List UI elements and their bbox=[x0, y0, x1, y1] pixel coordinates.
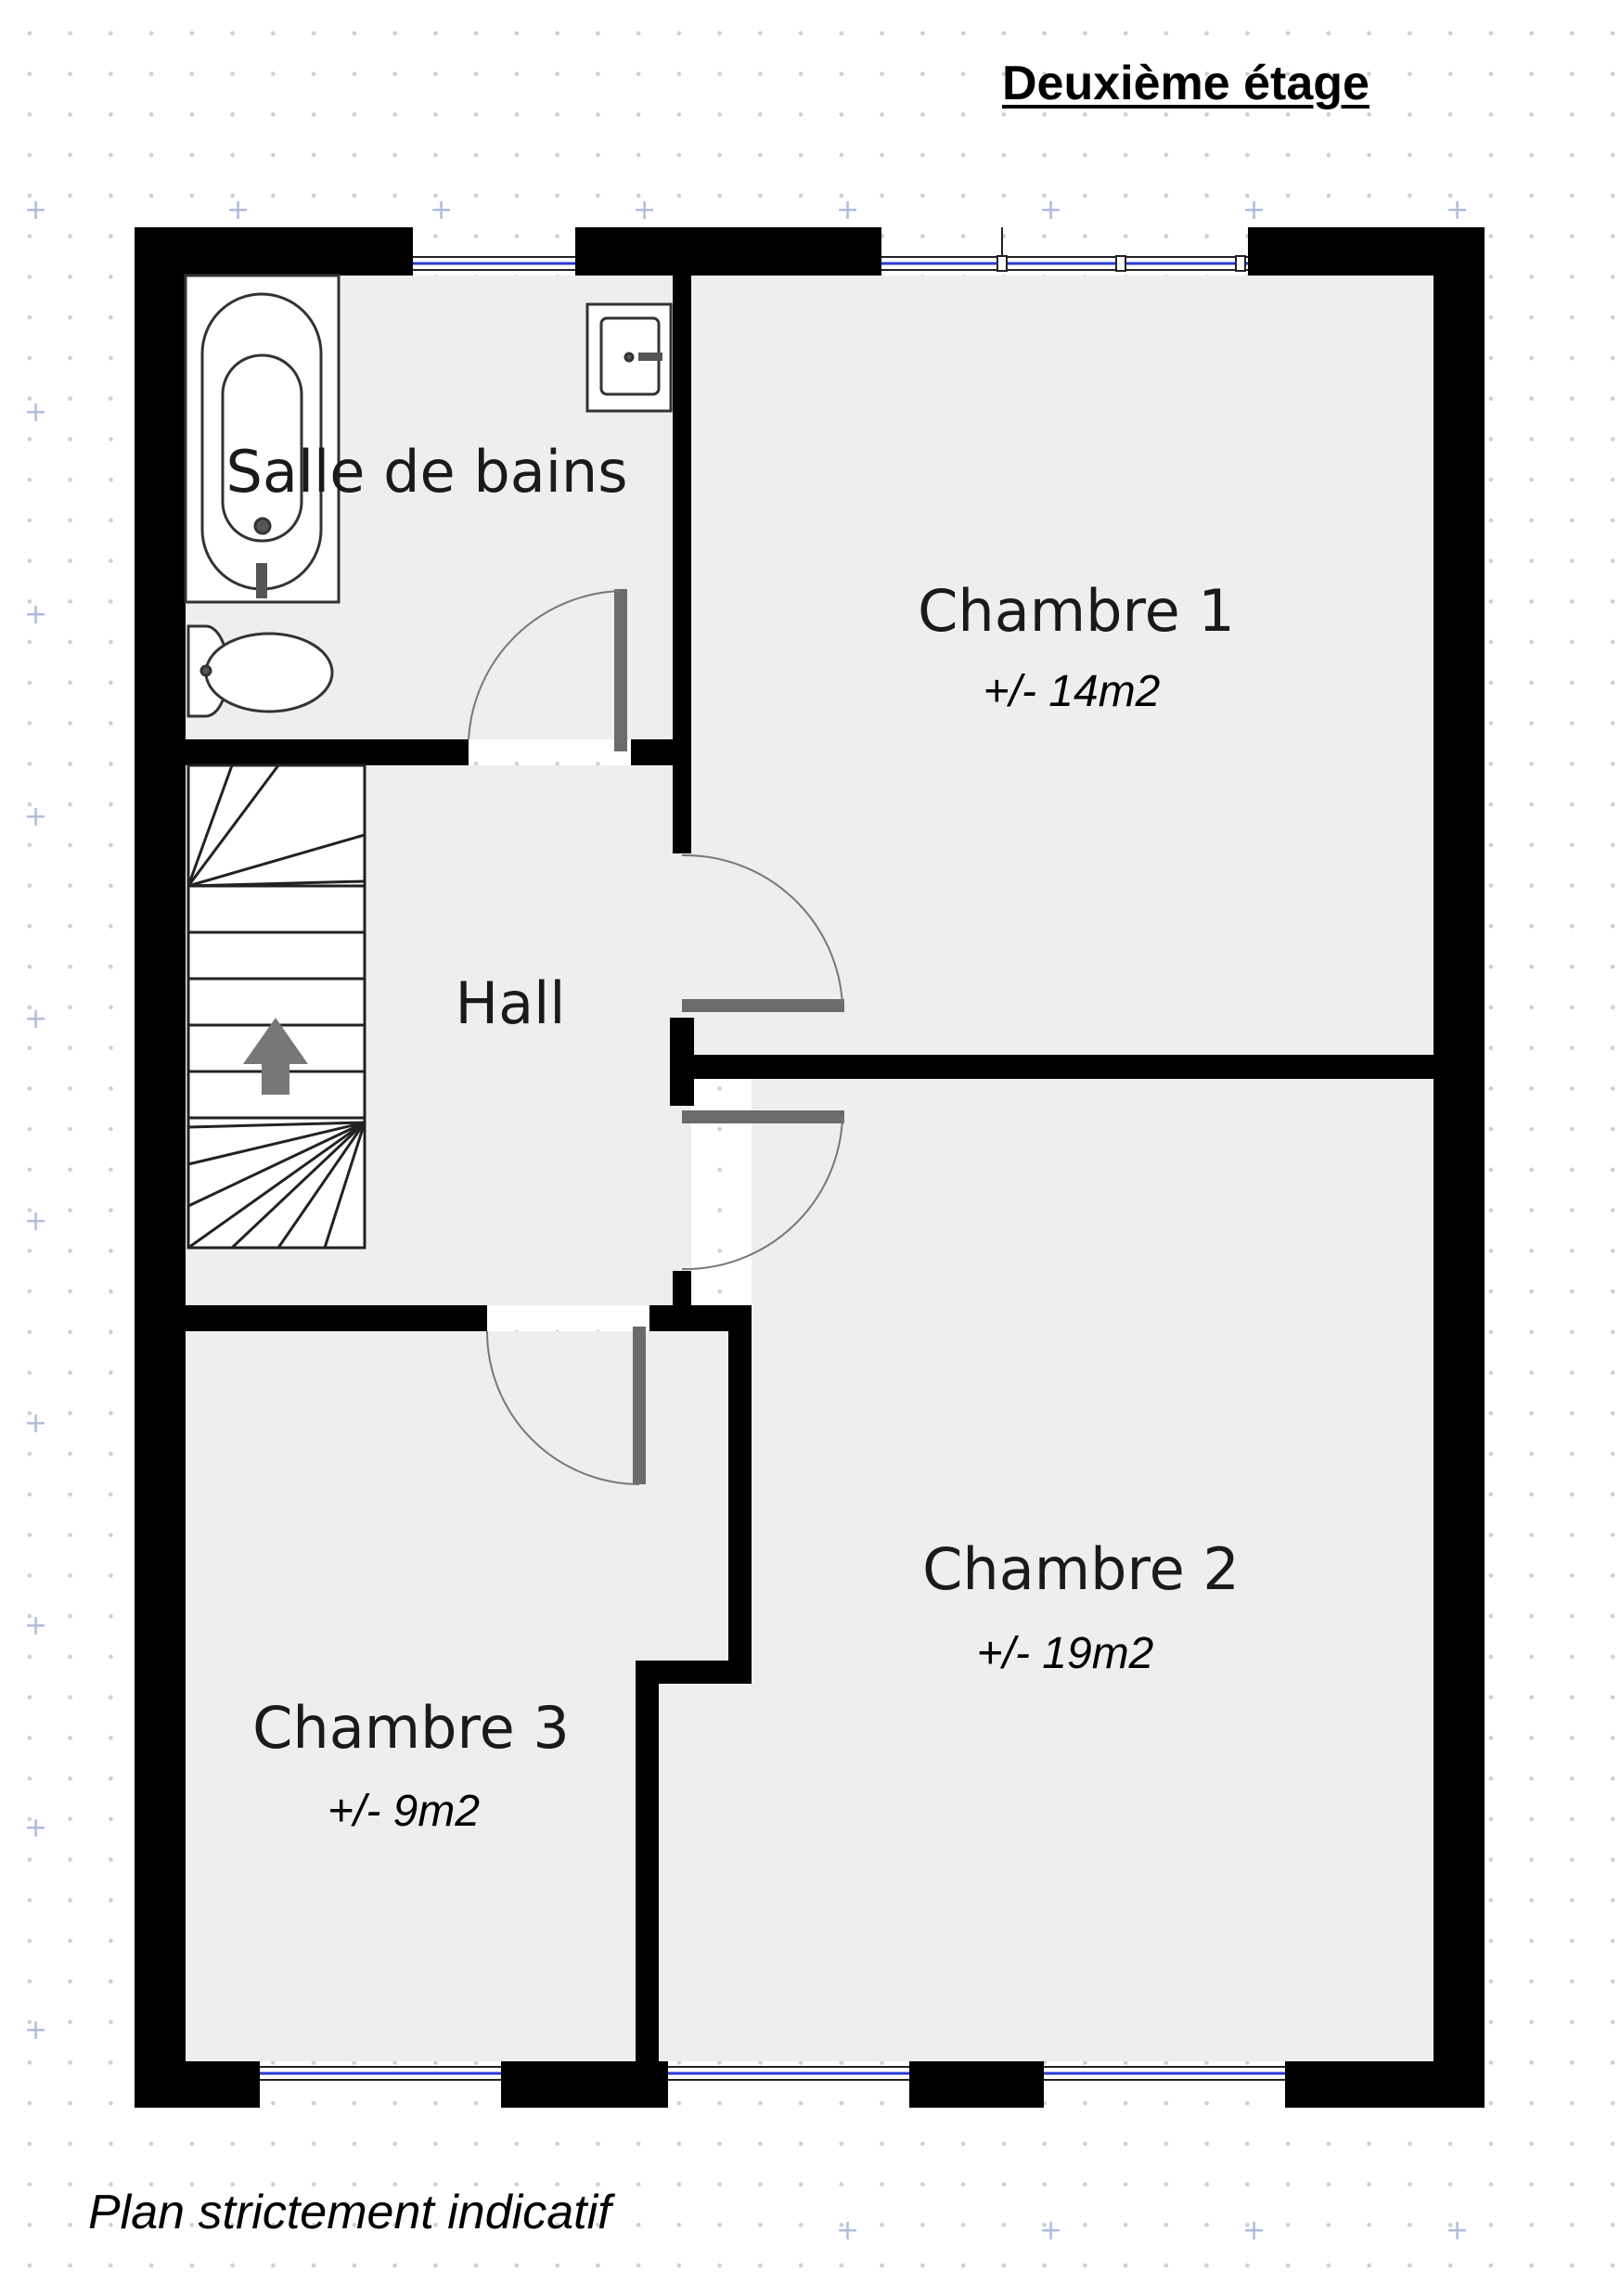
door-bathroom bbox=[468, 589, 627, 751]
exterior-wall-bottom bbox=[135, 2061, 260, 2108]
window bbox=[413, 256, 575, 271]
grid-cross: + bbox=[430, 194, 454, 226]
grid-cross: + bbox=[24, 598, 48, 631]
wall-bedrooms-divider bbox=[691, 1055, 1434, 1079]
exterior-wall-right bbox=[1434, 227, 1485, 2108]
grid-cross: + bbox=[1242, 2214, 1266, 2247]
grid-cross: + bbox=[24, 2014, 48, 2046]
grid-cross: + bbox=[24, 1610, 48, 1642]
window bbox=[260, 2066, 501, 2081]
grid-cross: + bbox=[24, 1407, 48, 1440]
grid-cross: + bbox=[1446, 194, 1470, 226]
grid-cross: + bbox=[24, 1003, 48, 1035]
grid-cross: + bbox=[836, 194, 860, 226]
wall-hall-right bbox=[673, 765, 691, 853]
room-name-bedroom1: Chambre 1 bbox=[918, 577, 1235, 645]
window bbox=[668, 2066, 909, 2081]
grid-cross: + bbox=[24, 801, 48, 833]
room-area-bedroom2: +/- 19m2 bbox=[976, 1629, 1154, 1678]
door-bedroom1 bbox=[681, 853, 844, 1012]
exterior-wall-top bbox=[135, 227, 413, 276]
grid-cross: + bbox=[1039, 2214, 1063, 2247]
room-area-bedroom1: +/- 14m2 bbox=[983, 667, 1161, 716]
doors bbox=[468, 589, 844, 1485]
grid-cross: + bbox=[24, 396, 48, 429]
room-name-bathroom: Salle de bains bbox=[225, 438, 628, 506]
floor-fill bbox=[186, 276, 1434, 2061]
floor-bedroom1 bbox=[691, 276, 1434, 1055]
exterior-wall-bottom bbox=[501, 2061, 668, 2108]
stairs-up-arrow-icon bbox=[243, 1018, 308, 1095]
exterior-wall-left bbox=[135, 227, 186, 2108]
walls bbox=[135, 227, 1485, 2108]
door-bedroom3 bbox=[486, 1327, 646, 1485]
grid-cross: + bbox=[226, 194, 251, 226]
toilet-icon bbox=[186, 624, 334, 718]
wall-bathroom-right bbox=[673, 276, 691, 765]
bathtub-icon bbox=[184, 274, 341, 604]
floor-bedroom2 bbox=[659, 1079, 1434, 2061]
grid-cross: + bbox=[633, 194, 657, 226]
grid-cross: + bbox=[1242, 194, 1266, 226]
window bbox=[881, 227, 1248, 272]
windows bbox=[260, 227, 1285, 2081]
grid-cross: + bbox=[24, 1205, 48, 1238]
floor-title: Deuxième étage bbox=[1002, 57, 1369, 110]
grid-cross: + bbox=[24, 1812, 48, 1844]
room-name-bedroom2: Chambre 2 bbox=[922, 1535, 1240, 1603]
wall-bathroom-bottom bbox=[186, 739, 469, 765]
room-area-bedroom3: +/- 9m2 bbox=[327, 1787, 481, 1836]
exterior-wall-top bbox=[575, 227, 881, 276]
grid-cross: + bbox=[836, 2214, 860, 2247]
grid-cross: + bbox=[1446, 2214, 1470, 2247]
staircase bbox=[186, 763, 366, 1250]
window bbox=[1044, 2066, 1285, 2081]
footer-note: Plan strictement indicatif bbox=[88, 2186, 611, 2239]
room-name-bedroom3: Chambre 3 bbox=[252, 1694, 570, 1762]
wall-bedroom3-right bbox=[728, 1305, 752, 1684]
wall-hall-right bbox=[670, 1018, 694, 1106]
grid-cross: + bbox=[24, 194, 48, 226]
room-name-hall: Hall bbox=[455, 969, 566, 1037]
floor-bedroom3 bbox=[186, 1331, 728, 2061]
grid-cross: + bbox=[1039, 194, 1063, 226]
exterior-wall-bottom bbox=[1285, 2061, 1485, 2108]
sink-icon bbox=[585, 302, 673, 413]
wall-bedroom3-top bbox=[186, 1305, 487, 1331]
wall-bedroom3-right-lower bbox=[636, 1661, 659, 2061]
door-bedroom2 bbox=[681, 1110, 844, 1271]
exterior-wall-top bbox=[1248, 227, 1485, 276]
exterior-wall-bottom bbox=[909, 2061, 1044, 2108]
